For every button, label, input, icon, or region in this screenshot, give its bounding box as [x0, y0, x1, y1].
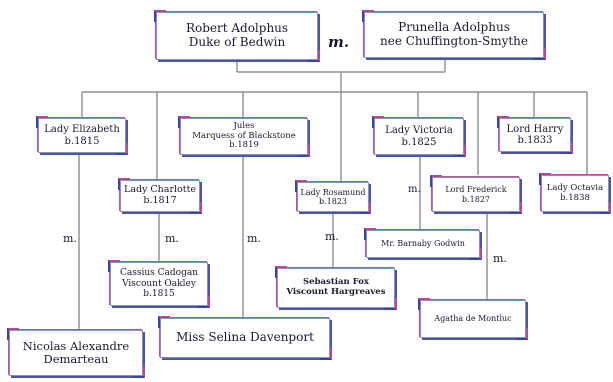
person-lady-victoria: Lady Victoria b.1825 [372, 116, 466, 157]
person-birth: b.1823 [318, 197, 348, 206]
person-miss-selina-davenport: Miss Selina Davenport [158, 316, 332, 360]
person-name: Agatha de Montluc [434, 314, 512, 324]
person-name: Mr. Barnaby Godwin [381, 239, 465, 249]
person-lady-elizabeth: Lady Elizabeth b.1815 [36, 116, 128, 155]
person-name: Lady Octavia [546, 182, 604, 193]
person-mr-barnaby-godwin: Mr. Barnaby Godwin [364, 228, 482, 260]
person-surname: Demarteau [43, 352, 109, 366]
person-birth: b.1817 [143, 195, 177, 206]
person-sebastian-fox: Sebastian Fox Viscount Hargreaves [275, 266, 397, 310]
person-name: Lord Frederick [445, 185, 507, 195]
person-birth: b.1838 [560, 192, 590, 203]
person-lady-rosamund: Lady Rosamund b.1823 [295, 180, 371, 214]
marriage-label: m. [325, 230, 339, 243]
person-lady-charlotte: Lady Charlotte b.1817 [118, 178, 202, 214]
person-name: Prunella Adolphus [398, 20, 510, 35]
person-title: Marquess of Blackstone [192, 130, 296, 141]
person-name: Cassius Cadogan [120, 268, 198, 279]
person-name: Lady Elizabeth [44, 124, 120, 135]
person-title: Viscount Hargreaves [286, 287, 386, 297]
person-birth: b.1819 [229, 140, 259, 151]
person-name: Nicolas Alexandre [22, 338, 130, 353]
person-robert-adolphus: Robert Adolphus Duke of Bedwin [154, 10, 320, 62]
marriage-label: m. [63, 232, 77, 245]
person-agatha-de-montluc: Agatha de Montluc [418, 298, 528, 340]
person-birth: b.1815 [143, 289, 175, 300]
marriage-label: m. [247, 232, 261, 245]
person-birth: b.1815 [64, 135, 100, 147]
person-title: Duke of Bedwin [188, 35, 286, 49]
person-name: Lady Charlotte [123, 184, 197, 196]
person-name: Lord Harry [506, 123, 564, 135]
person-jules: Jules Marquess of Blackstone b.1819 [178, 116, 310, 157]
person-name: Robert Adolphus [185, 21, 289, 36]
marriage-label: m. [493, 252, 507, 265]
person-birth: b.1827 [461, 194, 491, 204]
person-name: Lady Rosamund [300, 187, 366, 197]
person-birth: b.1825 [401, 136, 437, 148]
person-name: Jules [233, 120, 255, 131]
person-birth: b.1833 [517, 135, 553, 146]
person-lord-harry: Lord Harry b.1833 [497, 116, 573, 154]
person-title: nee Chuffington-Smythe [379, 34, 529, 48]
person-name: Sebastian Fox [303, 277, 369, 288]
person-name: Miss Selina Davenport [176, 330, 314, 345]
marriage-label: m. [328, 33, 350, 51]
person-prunella-adolphus: Prunella Adolphus nee Chuffington-Smythe [362, 10, 546, 60]
person-name: Lady Victoria [385, 125, 453, 136]
person-title: Viscount Oakley [122, 278, 196, 289]
marriage-label: m. [165, 232, 179, 245]
person-cassius-cadogan: Cassius Cadogan Viscount Oakley b.1815 [108, 260, 210, 308]
person-lady-octavia: Lady Octavia b.1838 [539, 173, 611, 214]
person-nicolas-alexandre-demarteau: Nicolas Alexandre Demarteau [7, 328, 145, 378]
marriage-label: m. [408, 184, 421, 195]
person-lord-frederick: Lord Frederick b.1827 [430, 175, 522, 214]
